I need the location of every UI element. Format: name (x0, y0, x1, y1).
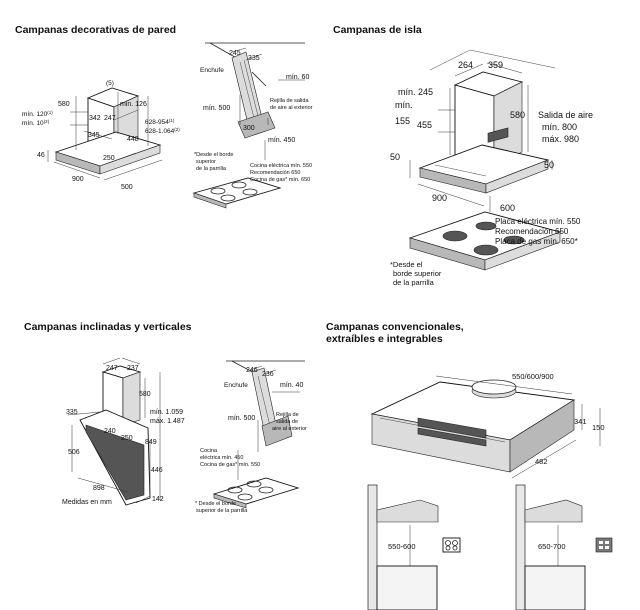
label-wall-628b: 628-1.064(2) (145, 127, 180, 135)
label-incl-240: 240 (104, 428, 116, 435)
label-wall-300: 300 (243, 125, 255, 132)
label-incl-r-enchufe: Enchufe (224, 382, 248, 389)
label-incl-335: 335 (66, 409, 78, 416)
label-wall-250: 250 (103, 155, 115, 162)
label-wall-min120: mín. 120(1) (22, 110, 53, 118)
inclined-hood-side-view: 246 236 Enchufe mín. 40 Rejilla de salid… (195, 360, 307, 514)
label-incl-r-coc2: eléctrica mín. 450 (200, 455, 243, 461)
label-island-600: 600 (500, 203, 515, 213)
label-incl-r-min40: mín. 40 (280, 382, 303, 389)
label-wall-247: 247 (104, 115, 116, 122)
label-wall-500: 500 (121, 184, 133, 191)
label-conv-550: 550/600/900 (512, 372, 554, 381)
label-incl-r-236: 236 (262, 371, 274, 378)
label-wall-rejilla2: de aire al exterior (270, 105, 313, 111)
label-incl-r-rej1: Rejilla de (276, 412, 299, 418)
heading-wall-hoods: Campanas decorativas de pared (15, 24, 177, 36)
label-island-note2: borde superior (393, 269, 442, 278)
label-incl-r-coc3: Cocina de gas* mín. 550 (200, 462, 260, 468)
label-wall-335: 335 (248, 55, 260, 62)
label-island-900: 900 (432, 193, 447, 203)
label-incl-250: 250 (121, 435, 133, 442)
label-wall-rejilla1: Rejilla de salida (270, 98, 309, 104)
label-incl-446: 446 (151, 467, 163, 474)
label-island-placa3: Placa de gas mín. 650* (495, 237, 578, 246)
label-wall-min450: mín. 450 (268, 137, 295, 144)
label-island-155: 155 (395, 116, 410, 126)
label-wall-min126: min. 126 (120, 101, 147, 108)
label-island-359: 359 (488, 60, 503, 70)
conventional-hood-drawing: 550/600/900 341 150 482 550-600 650-700 (367, 372, 613, 610)
label-incl-506: 506 (68, 449, 80, 456)
label-island-placa1: Placa eléctrica mín. 550 (495, 217, 581, 226)
label-wall-342: 342 (89, 115, 101, 122)
heading-island-hoods: Campanas de isla (333, 24, 422, 36)
label-island-salida2: mín. 800 (542, 122, 577, 132)
cooktop-electric-icon (442, 537, 461, 553)
label-incl-medidas: Medidas en mm (62, 499, 112, 506)
label-island-note1: *Desde el (390, 260, 423, 269)
label-wall-46: 46 (37, 152, 45, 159)
label-incl-r-246: 246 (246, 367, 258, 374)
label-wall-cocina2: Recomendación 650 (250, 170, 300, 176)
label-wall-580: 580 (58, 101, 70, 108)
label-wall-345: 345 (88, 132, 100, 139)
label-conv-range2: 650-700 (538, 542, 566, 551)
label-island-264: 264 (458, 60, 473, 70)
label-wall-245: 245 (229, 50, 241, 57)
label-incl-r-note1: * Desde el borde (195, 501, 236, 507)
label-wall-cocina3: Cocina de gas* mín. 650 (250, 177, 310, 183)
label-conv-range1: 550-600 (388, 542, 416, 551)
label-wall-enchufe: Enchufe (200, 67, 224, 74)
label-island-min245: mín. 245 (398, 87, 433, 97)
label-island-50b: 50 (544, 160, 554, 170)
label-wall-note2: superior (196, 159, 216, 165)
wall-hood-side-view: 245 335 Enchufe mín. 60 Rejilla de salid… (192, 42, 313, 209)
label-island-455: 455 (417, 120, 432, 130)
label-wall-note1: *Desde el borde (194, 152, 233, 158)
label-conv-482: 482 (535, 457, 548, 466)
label-island-50a: 50 (390, 152, 400, 162)
label-incl-r-min500: mín. 500 (228, 415, 255, 422)
island-hood-drawing: 264 359 mín. 245 mín. 155 455 580 Salida… (390, 49, 593, 287)
label-wall-note3: de la parrilla (196, 166, 227, 172)
label-wall-min500: mín. 500 (203, 105, 230, 112)
label-incl-580: 580 (139, 391, 151, 398)
cooktop-gas-icon (595, 537, 613, 553)
label-incl-max1487: máx. 1.487 (150, 418, 185, 425)
heading-inclined-hoods: Campanas inclinadas y verticales (24, 321, 192, 333)
wall-hood-isometric: (5) 580 min. 126 mín. 120(1) mín. 10(2) … (22, 80, 180, 191)
label-wall-cocina1: Cocina eléctrica mín. 550 (250, 163, 312, 169)
label-island-salida1: Salida de aire (538, 110, 593, 120)
label-incl-r-coc1: Cocina (200, 448, 218, 454)
label-island-min: mín. (395, 100, 413, 110)
label-incl-237: 237 (127, 365, 139, 372)
label-incl-r-rej3: aire al exterior (272, 426, 307, 432)
inclined-hood-isometric: 247 237 580 335 mín. 1.059 máx. 1.487 24… (62, 357, 185, 506)
label-incl-r-note2: superior de la parrilla (196, 508, 248, 514)
label-island-salida3: máx. 980 (542, 134, 579, 144)
label-incl-849: 849 (145, 439, 157, 446)
label-island-580: 580 (510, 110, 525, 120)
label-wall-628a: 628-954(1) (145, 118, 175, 126)
label-conv-341: 341 (574, 417, 587, 426)
label-wall-min60: mín. 60 (286, 74, 309, 81)
label-incl-247: 247 (106, 365, 118, 372)
label-island-note3: de la parrilla (393, 278, 435, 287)
label-incl-r-rej2: salida de (276, 419, 298, 425)
label-island-placa2: Recomendación 650 (495, 227, 569, 236)
label-conv-150: 150 (592, 423, 605, 432)
heading-conventional-hoods: Campanas convencionales, extraíbles e in… (326, 321, 464, 345)
label-incl-898: 898 (93, 485, 105, 492)
label-incl-142: 142 (152, 496, 164, 503)
label-wall-min10: mín. 10(2) (22, 119, 50, 127)
label-wall-900: 900 (72, 176, 84, 183)
label-wall-5: (5) (106, 80, 114, 87)
label-incl-min1059: mín. 1.059 (150, 409, 183, 416)
label-wall-448: 448 (127, 136, 139, 143)
